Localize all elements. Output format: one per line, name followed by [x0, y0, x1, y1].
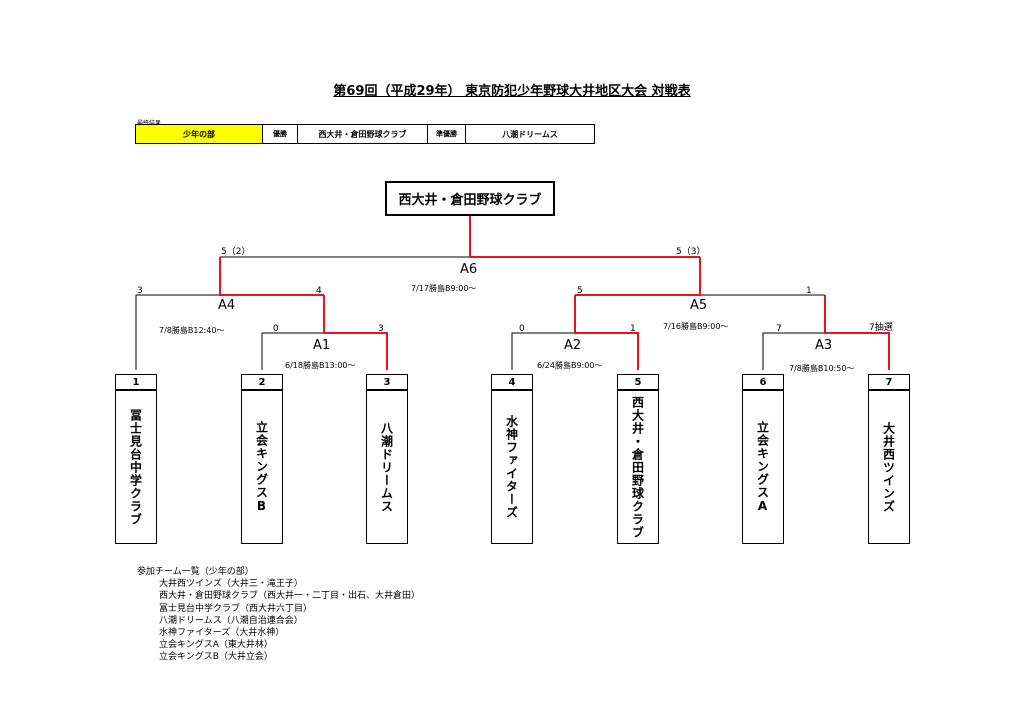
runnerup-label: 準優勝: [428, 125, 466, 143]
score-a2-right: 1: [630, 324, 636, 334]
team-number: 3: [366, 374, 408, 390]
final-result-caption: 最終結果: [137, 120, 162, 127]
division-cell: 少年の部: [136, 125, 263, 143]
score-a6-right: 5（3）: [676, 247, 706, 257]
match-label-a4: A4: [218, 298, 236, 313]
schedule-a3: 7/8勝島B10:50～: [789, 364, 855, 373]
score-a4-left: 3: [137, 286, 143, 296]
score-a6-left: 5（2）: [221, 247, 251, 257]
line-a3-winner: [824, 295, 890, 370]
line-a6-winner: [469, 216, 700, 258]
match-label-a6: A6: [460, 262, 478, 277]
team-name: 立会キングスA: [755, 420, 770, 514]
list-item: 立会キングスB（大井立会）: [159, 652, 273, 663]
score-a1-left: 0: [273, 324, 279, 334]
score-a3-left: 7: [776, 324, 782, 334]
match-label-a1: A1: [313, 338, 331, 353]
team-number: 7: [868, 374, 910, 390]
team-box: 八潮ドリームス: [366, 390, 408, 544]
participants-list: 参加チーム一覧（少年の部） 大井西ツインズ（大井三・滝王子） 西大井・倉田野球ク…: [137, 566, 420, 664]
line-a1-left: [261, 332, 324, 370]
participants-heading: 参加チーム一覧（少年の部）: [137, 567, 254, 577]
schedule-a2: 6/24勝島B9:00～: [537, 361, 603, 370]
score-a2-left: 0: [519, 324, 525, 334]
schedule-a5: 7/16勝島B9:00～: [663, 322, 729, 331]
schedule-a1: 6/18勝島B13:00～: [285, 361, 356, 370]
line-a2-winner: [574, 295, 639, 370]
list-item: 冨士見台中学クラブ（西大井六丁目）: [159, 603, 313, 614]
bracket-winner-lines: [219, 216, 890, 370]
list-item: 立会キングスA（東大井林）: [159, 640, 273, 651]
page-title: 第69回（平成29年） 東京防犯少年野球大井地区大会 対戦表: [333, 84, 691, 99]
line-a4-left: [135, 294, 220, 370]
line-a4-winner: [219, 257, 324, 296]
line-a1-winner: [323, 295, 388, 370]
team-box: 水神ファイターズ: [491, 390, 533, 544]
team-number: 4: [491, 374, 533, 390]
team-name: 水神ファイターズ: [504, 415, 519, 519]
final-result-table: 少年の部 優勝 西大井・倉田野球クラブ 準優勝 八潮ドリームス: [135, 124, 595, 144]
bracket-black-lines: [135, 256, 825, 370]
team-name: 八潮ドリームス: [379, 421, 394, 513]
list-item: 西大井・倉田野球クラブ（西大井一・二丁目・出石、大井倉田）: [159, 591, 421, 602]
list-item: 水神ファイターズ（大井水神）: [159, 628, 285, 639]
team-box: 立会キングスA: [742, 390, 784, 544]
match-label-a3: A3: [815, 338, 833, 353]
team-box: 冨士見台中学クラブ: [115, 390, 157, 544]
team-number: 5: [617, 374, 659, 390]
score-a5-left: 5: [577, 286, 583, 296]
team-box: 西大井・倉田野球クラブ: [617, 390, 659, 544]
schedule-a4: 7/8勝島B12:40～: [159, 326, 225, 335]
list-item: 八潮ドリームス（八潮自治連合会）: [159, 615, 303, 626]
score-a4-right: 4: [316, 286, 322, 296]
score-a5-right: 1: [806, 286, 812, 296]
team-name: 大井西ツインズ: [881, 421, 896, 513]
match-label-a2: A2: [564, 338, 582, 353]
schedule-a6: 7/17勝島B9:00～: [411, 284, 477, 293]
runnerup-value: 八潮ドリームス: [502, 129, 558, 139]
team-name: 立会キングスB: [254, 420, 269, 514]
team-number: 2: [241, 374, 283, 390]
team-number: 1: [115, 374, 157, 390]
team-name: 冨士見台中学クラブ: [128, 408, 143, 526]
team-name: 西大井・倉田野球クラブ: [630, 395, 645, 539]
line-a2-left: [511, 332, 575, 370]
winner-value: 西大井・倉田野球クラブ: [298, 125, 428, 143]
team-box: 大井西ツインズ: [868, 390, 910, 544]
list-item: 大井西ツインズ（大井三・滝王子）: [159, 579, 303, 590]
winner-label: 優勝: [263, 125, 298, 143]
line-a5-winner: [575, 257, 701, 296]
score-a1-right: 3: [378, 324, 384, 334]
team-box: 立会キングスB: [241, 390, 283, 544]
champion-box: 西大井・倉田野球クラブ: [385, 181, 555, 216]
line-a3-left: [762, 332, 825, 370]
team-number: 6: [742, 374, 784, 390]
match-label-a5: A5: [690, 298, 708, 313]
score-a3-right: 7抽選: [869, 323, 893, 333]
